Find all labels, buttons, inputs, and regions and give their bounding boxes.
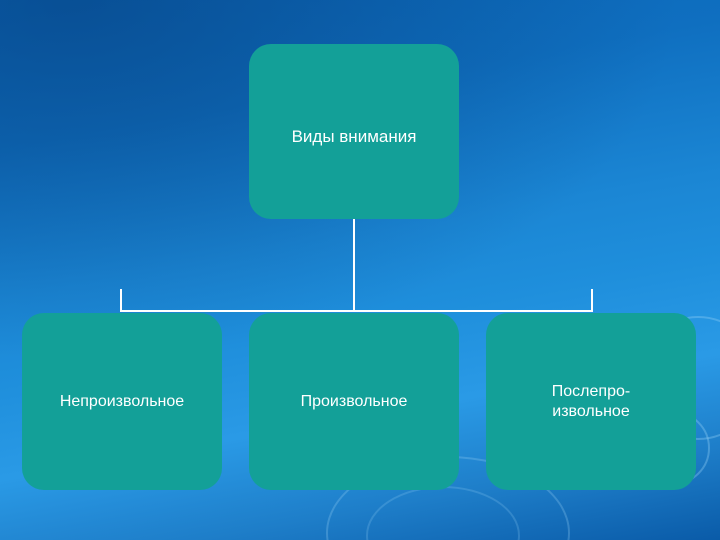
connector-drop-right <box>591 289 593 312</box>
diagram-node-child-1-label: Непроизвольное <box>59 392 185 410</box>
diagram-node-child-3-label: Послепро- извольное <box>551 382 631 420</box>
diagram-node-root-label: Виды внимания <box>291 126 417 146</box>
connector-horizontal-bus <box>120 310 593 312</box>
diagram-node-child-2[interactable]: Произвольное <box>249 313 459 490</box>
diagram-node-child-1[interactable]: Непроизвольное <box>22 313 222 490</box>
connector-drop-left <box>120 289 122 312</box>
diagram-node-child-2-label: Произвольное <box>300 392 408 410</box>
diagram-node-root[interactable]: Виды внимания <box>249 44 459 219</box>
diagram-node-child-3[interactable]: Послепро- извольное <box>486 313 696 490</box>
decorative-ring-icon <box>366 486 520 540</box>
connector-root-stem <box>353 219 355 311</box>
